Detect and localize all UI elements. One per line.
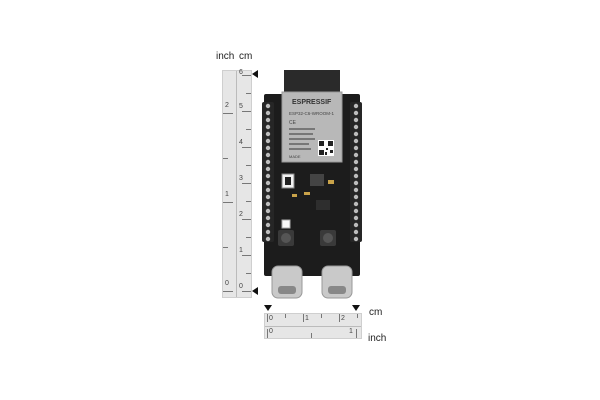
ruler-horizontal-right-marker-icon: [352, 305, 360, 311]
header-pin: [265, 131, 271, 137]
ruler-vertical-body: 0 1 2 0 1 2 3 4 5 6: [222, 69, 252, 298]
ruler-vertical-cm-tick-3: 3: [239, 175, 243, 182]
header-pin: [353, 236, 359, 242]
ruler-vertical-inch-label: inch: [216, 51, 235, 62]
ruler-horizontal-body: 0 1 2 0 1: [264, 313, 362, 339]
header-pin: [353, 222, 359, 228]
header-pin: [265, 187, 271, 193]
header-pin: [265, 117, 271, 123]
ruler-vertical-cm-tick-4: 4: [239, 139, 243, 146]
header-pin: [265, 145, 271, 151]
left-pin-header: [262, 102, 274, 242]
header-pin: [353, 124, 359, 130]
ruler-horizontal-left-marker-icon: [264, 305, 272, 311]
header-pin: [353, 166, 359, 172]
ruler-vertical-inch-tick-2: 2: [225, 102, 229, 109]
header-pin: [265, 201, 271, 207]
header-pin: [265, 124, 271, 130]
header-pin: [353, 103, 359, 109]
header-pin: [265, 173, 271, 179]
header-pin: [265, 229, 271, 235]
header-pin: [353, 131, 359, 137]
qr-code-icon: [318, 140, 334, 156]
svg-text:CE: CE: [289, 120, 297, 126]
header-pin: [353, 208, 359, 214]
header-pin: [265, 236, 271, 242]
ruler-vertical-bottom-marker-icon: [252, 287, 258, 295]
header-pin: [353, 229, 359, 235]
dev-board-photo: ESPRESSIF ESP32-C6-WROOM-1 CE MADE: [262, 70, 362, 299]
rgb-led: [281, 219, 291, 229]
header-pin: [353, 138, 359, 144]
ruler-vertical-cm-tick-6: 6: [239, 69, 243, 76]
ruler-vertical-inch-tick-0: 0: [225, 280, 229, 287]
module-brand: ESPRESSIF: [292, 99, 332, 106]
ruler-vertical-inch-tick-1: 1: [225, 191, 229, 198]
regulator-chip: [310, 174, 324, 186]
header-pin: [265, 222, 271, 228]
header-pin: [265, 215, 271, 221]
header-pin: [265, 194, 271, 200]
header-pin: [353, 180, 359, 186]
header-pin: [265, 159, 271, 165]
ruler-vertical-cm-tick-0: 0: [239, 283, 243, 290]
header-pin: [265, 152, 271, 158]
ruler-vertical-top-marker-icon: [252, 70, 258, 78]
header-pin: [353, 215, 359, 221]
header-pin: [265, 180, 271, 186]
header-pin: [353, 152, 359, 158]
usb-c-port-left: [271, 265, 303, 299]
module-made-marking: MADE: [289, 154, 301, 159]
ruler-vertical-cm-tick-2: 2: [239, 211, 243, 218]
header-pin: [353, 187, 359, 193]
header-pin: [353, 110, 359, 116]
ruler-vertical-cm-tick-1: 1: [239, 247, 243, 254]
ruler-horizontal-cm-tick-2: 2: [341, 315, 345, 322]
header-pin: [353, 194, 359, 200]
ruler-vertical-cm-label: cm: [239, 51, 253, 62]
usb-c-port-right: [321, 265, 353, 299]
module-model: ESP32-C6-WROOM-1: [289, 111, 335, 116]
ruler-horizontal-cm-label: cm: [369, 307, 383, 318]
ruler-horizontal-cm-tick-1: 1: [305, 315, 309, 322]
ruler-horizontal-cm-tick-0: 0: [269, 315, 273, 322]
header-pin: [353, 201, 359, 207]
header-pin: [265, 103, 271, 109]
header-pin: [265, 110, 271, 116]
reset-button: [320, 230, 336, 246]
header-pin: [353, 145, 359, 151]
boot-button: [278, 230, 294, 246]
ruler-horizontal-inch-tick-1: 1: [349, 328, 353, 335]
ruler-horizontal-inch-label: inch: [368, 333, 387, 344]
header-pin: [353, 117, 359, 123]
header-pin: [265, 166, 271, 172]
ruler-vertical-cm-tick-5: 5: [239, 103, 243, 110]
header-pin: [265, 138, 271, 144]
header-pin: [353, 173, 359, 179]
header-pin: [353, 159, 359, 165]
right-pin-header: [350, 102, 362, 242]
header-pin: [265, 208, 271, 214]
ruler-horizontal-inch-tick-0: 0: [269, 328, 273, 335]
